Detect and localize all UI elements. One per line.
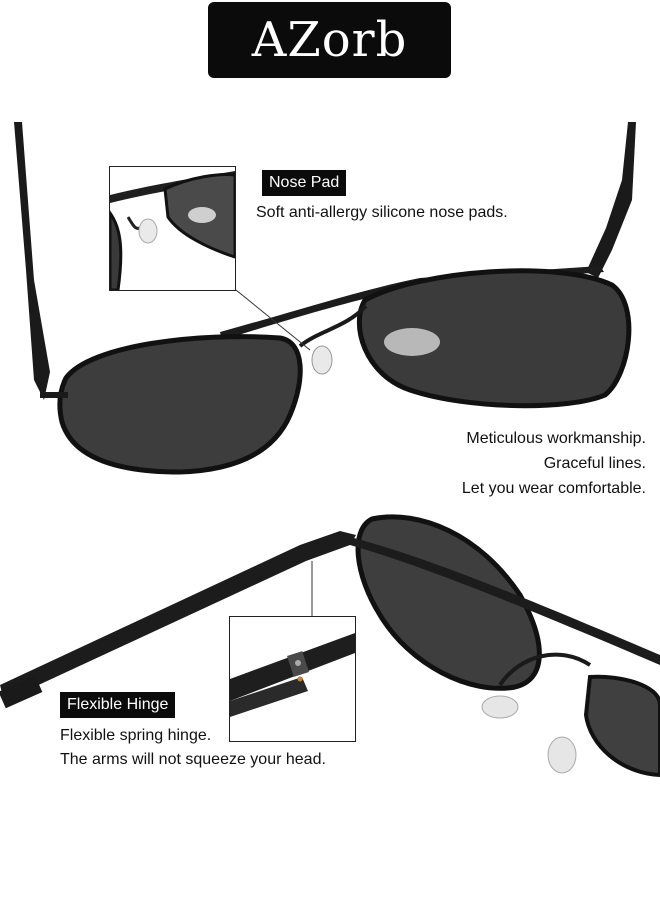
- nose-pad-description: Soft anti-allergy silicone nose pads.: [256, 204, 508, 221]
- hinge-line-2: The arms will not squeeze your head.: [60, 751, 326, 768]
- nose-pad-title: Nose Pad: [262, 170, 347, 196]
- hinge-closeup: [229, 616, 356, 742]
- brand-name: AZorb: [251, 12, 408, 68]
- workmanship-line-2: Graceful lines.: [543, 455, 646, 472]
- brand-logo: AZorb: [208, 2, 451, 78]
- sunglasses-side-illustration: [0, 514, 660, 778]
- workmanship-line-3: Let you wear comfortable.: [461, 480, 646, 497]
- hinge-line-1: Flexible spring hinge.: [60, 727, 212, 744]
- workmanship-line-1: Meticulous workmanship.: [466, 430, 646, 447]
- hinge-title: Flexible Hinge: [60, 692, 176, 718]
- nose-pad-closeup: [109, 166, 236, 291]
- sunglasses-front-illustration: [14, 122, 636, 475]
